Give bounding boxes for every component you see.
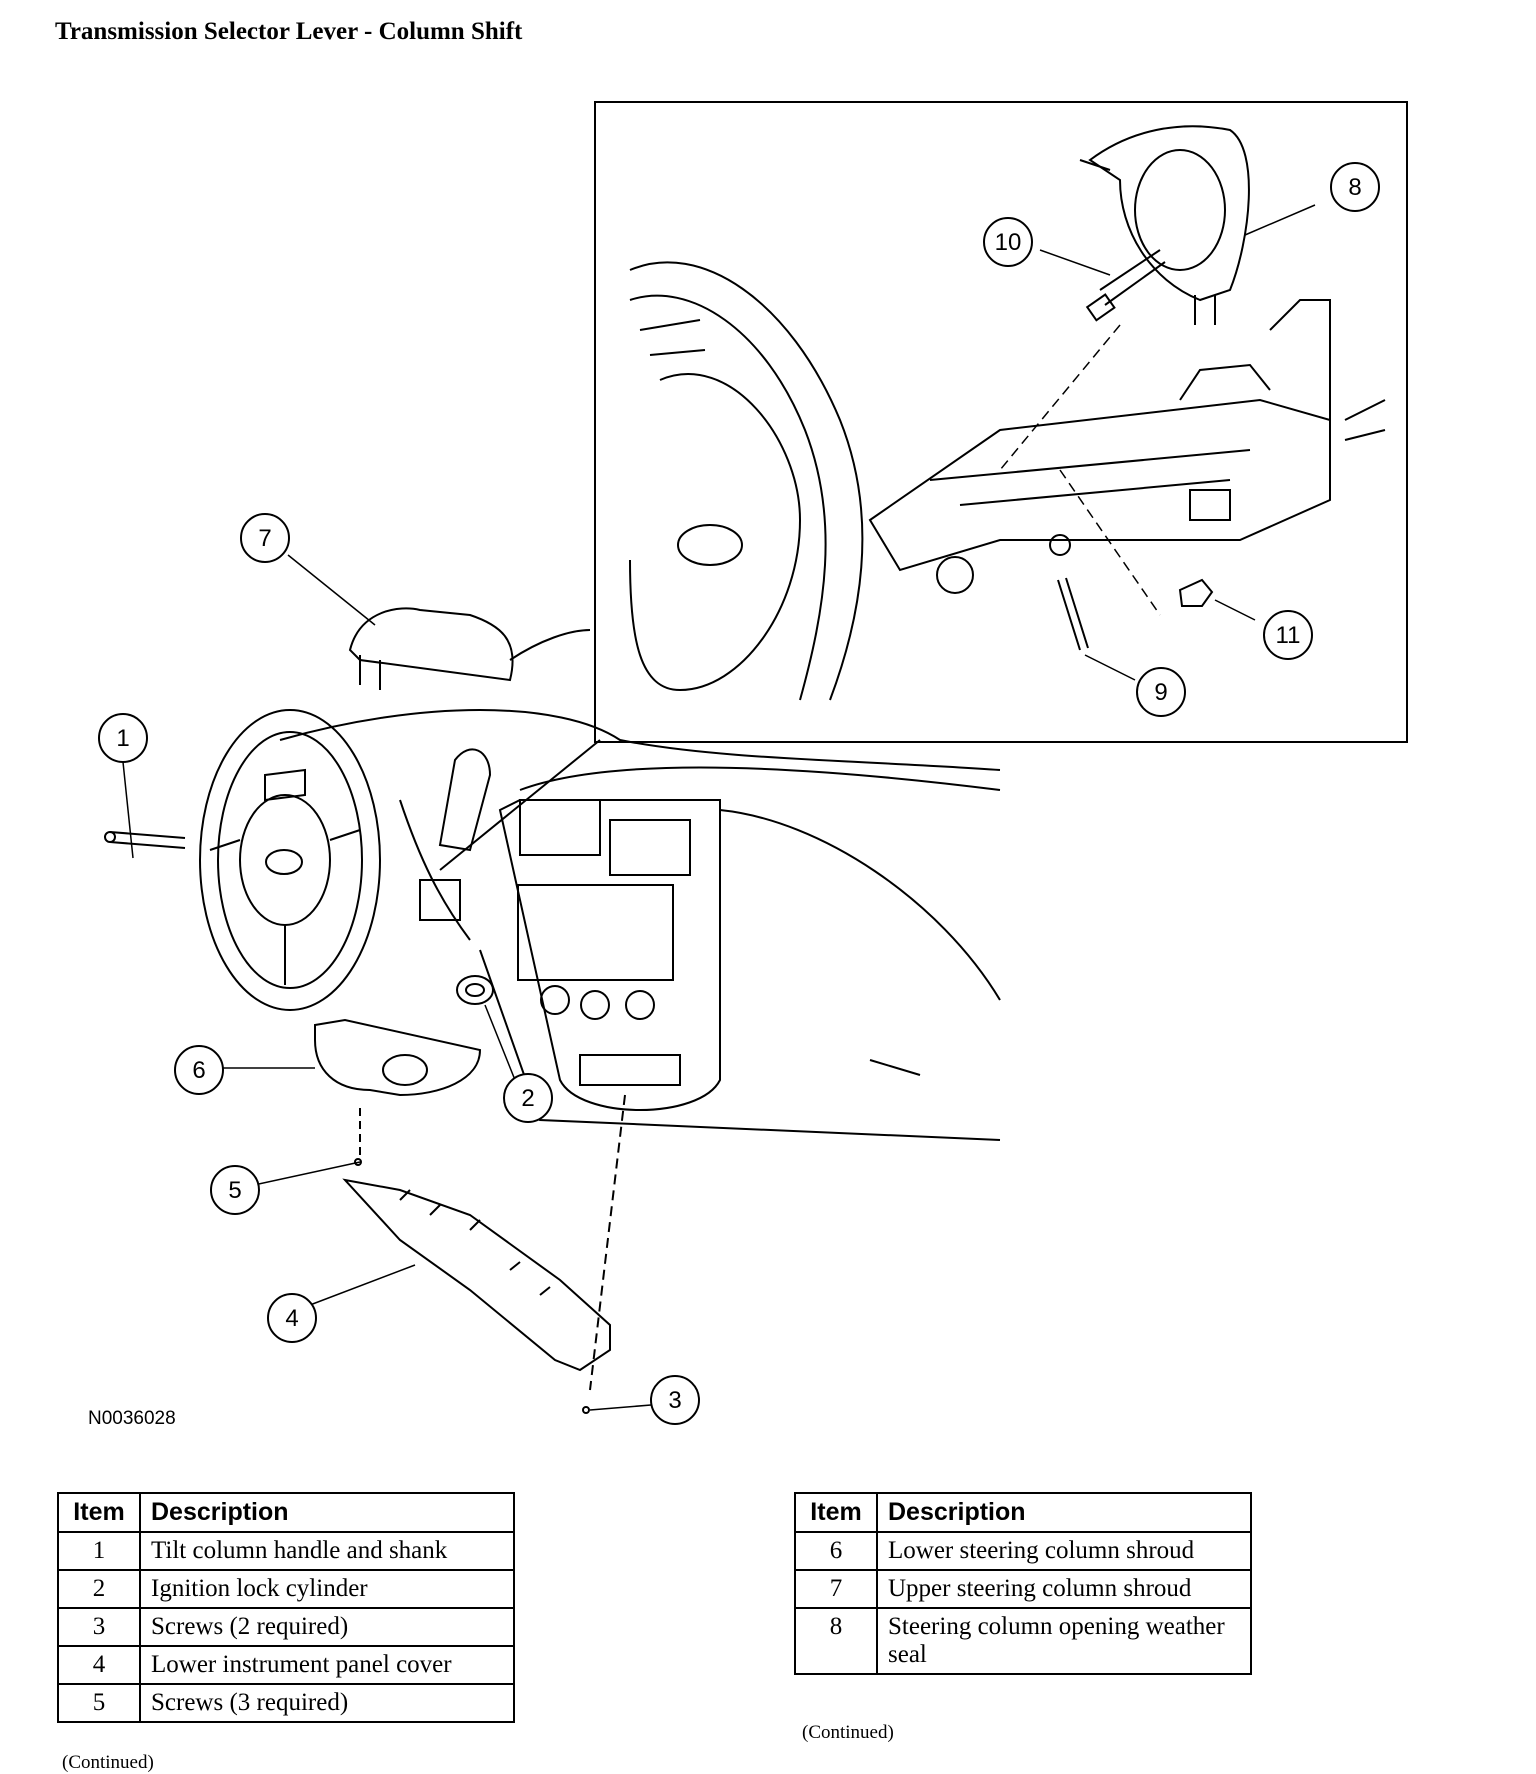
continued-note-left: (Continued) — [62, 1752, 154, 1773]
callout-1: 1 — [98, 713, 148, 763]
callout-8: 8 — [1330, 162, 1380, 212]
table-header-row: Item Description — [794, 1492, 1252, 1533]
main-steering-wheel — [199, 709, 381, 1011]
item-description: Screws (2 required) — [139, 1607, 515, 1647]
item-header: Item — [57, 1492, 141, 1533]
callout-4: 4 — [267, 1293, 317, 1343]
callout-3: 3 — [650, 1375, 700, 1425]
svg-text:9: 9 — [1154, 679, 1167, 706]
inset-steering-wheel — [629, 261, 864, 701]
inset-weather-seal — [1079, 125, 1250, 325]
callout-10: 10 — [983, 217, 1033, 267]
svg-text:4: 4 — [285, 1305, 298, 1332]
item-description: Screws (3 required) — [139, 1683, 515, 1723]
exploded-view-diagram: 1 2 3 4 5 6 7 8 9 10 11 — [98, 101, 1408, 1425]
item-header: Item — [794, 1492, 878, 1533]
callout-2: 2 — [503, 1073, 553, 1123]
callout-7: 7 — [240, 513, 290, 563]
item-number: 5 — [57, 1683, 141, 1723]
item-number: 6 — [794, 1531, 878, 1571]
inset-lever-shank — [1085, 249, 1166, 322]
svg-text:3: 3 — [668, 1387, 681, 1414]
main-dashboard — [279, 709, 1001, 1141]
gear-selector — [399, 748, 492, 941]
svg-text:1: 1 — [116, 725, 129, 752]
callout-11: 11 — [1263, 610, 1313, 660]
lower-shroud — [314, 1018, 482, 1097]
inset-leader-lines — [999, 204, 1316, 681]
item-description: Ignition lock cylinder — [139, 1569, 515, 1609]
inset-column-assembly — [868, 299, 1386, 594]
description-header: Description — [876, 1492, 1252, 1533]
continued-note-right: (Continued) — [802, 1722, 894, 1743]
upper-shroud — [348, 607, 591, 690]
item-number: 2 — [57, 1569, 141, 1609]
item-description: Steering column opening weather seal — [876, 1607, 1252, 1675]
svg-text:7: 7 — [258, 525, 271, 552]
item-number: 1 — [57, 1531, 141, 1571]
item-description: Lower instrument panel cover — [139, 1645, 515, 1685]
item-description: Upper steering column shroud — [876, 1569, 1252, 1609]
item-description: Tilt column handle and shank — [139, 1531, 515, 1571]
inset-pin-and-clip — [1057, 577, 1214, 651]
callout-5: 5 — [210, 1165, 260, 1215]
svg-text:8: 8 — [1348, 174, 1361, 201]
svg-text:5: 5 — [228, 1177, 241, 1204]
item-description: Lower steering column shroud — [876, 1531, 1252, 1571]
lower-panel-cover — [342, 1178, 611, 1372]
callout-leaders — [122, 554, 652, 1411]
callout-9: 9 — [1136, 667, 1186, 717]
screws — [354, 1094, 626, 1414]
ignition-lock — [456, 975, 494, 1005]
svg-text:11: 11 — [1276, 622, 1301, 649]
description-header: Description — [139, 1492, 515, 1533]
svg-text:2: 2 — [521, 1085, 534, 1112]
callout-6: 6 — [174, 1045, 224, 1095]
table-header-row: Item Description — [57, 1492, 515, 1533]
item-number: 7 — [794, 1569, 878, 1609]
figure-id: N0036028 — [88, 1408, 176, 1429]
item-number: 3 — [57, 1607, 141, 1647]
page-title: Transmission Selector Lever - Column Shi… — [55, 18, 523, 45]
item-number: 4 — [57, 1645, 141, 1685]
tilt-handle — [104, 831, 186, 849]
detail-inset-frame — [594, 101, 1408, 743]
svg-text:10: 10 — [995, 229, 1022, 256]
item-number: 8 — [794, 1607, 878, 1675]
svg-text:6: 6 — [192, 1057, 205, 1084]
